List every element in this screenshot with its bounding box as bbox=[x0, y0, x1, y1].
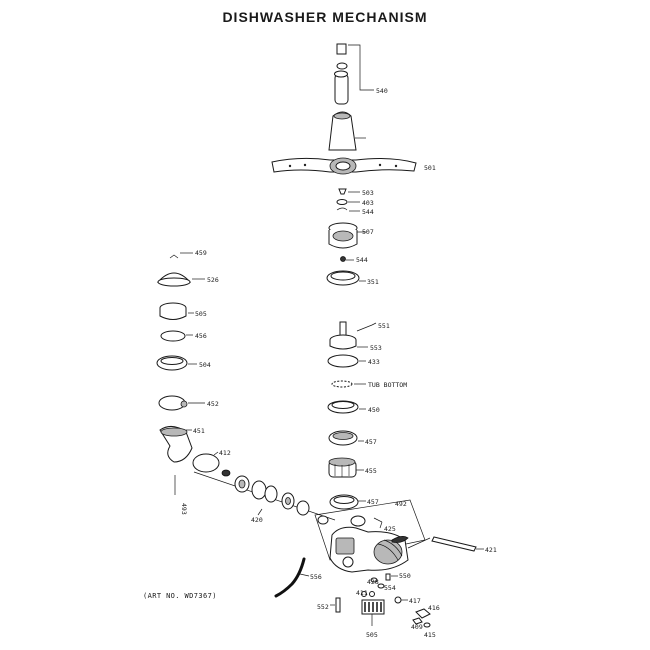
lower-center-stack bbox=[327, 321, 377, 510]
callout-421: 421 bbox=[485, 546, 497, 554]
callout-503: 503 bbox=[362, 189, 374, 197]
callout-433: 433 bbox=[368, 358, 380, 366]
callout-351: 351 bbox=[367, 278, 379, 286]
callout-504: 504 bbox=[199, 361, 211, 369]
callout-501: 501 bbox=[424, 164, 436, 172]
callout-526: 526 bbox=[207, 276, 219, 284]
callout-417: 417 bbox=[409, 597, 421, 605]
callout-554: 554 bbox=[384, 584, 396, 592]
lower-spray-arm bbox=[271, 157, 417, 175]
callout-450: 450 bbox=[368, 406, 380, 414]
callout-544-lower: 544 bbox=[356, 256, 368, 264]
art-number: (ART NO. WD7367) bbox=[143, 592, 217, 600]
hub-small-parts bbox=[336, 188, 360, 212]
hose bbox=[274, 557, 310, 598]
callout-551: 551 bbox=[378, 322, 390, 330]
spray-arm-hub bbox=[328, 111, 366, 151]
left-column-parts bbox=[156, 252, 220, 495]
callout-505: 505 bbox=[195, 310, 207, 318]
callout-550: 550 bbox=[399, 572, 411, 580]
callout-553: 553 bbox=[370, 344, 382, 352]
callout-457-b: 457 bbox=[367, 498, 379, 506]
callout-409: 409 bbox=[411, 623, 423, 631]
callout-415: 415 bbox=[424, 631, 436, 639]
callout-457: 457 bbox=[365, 438, 377, 446]
spray-tube-assembly bbox=[334, 43, 374, 105]
pump-impeller-housing bbox=[326, 222, 366, 286]
callout-459: 459 bbox=[195, 249, 207, 257]
callout-505-lower: 505 bbox=[366, 631, 378, 639]
callout-412: 412 bbox=[219, 449, 231, 457]
motor-assembly bbox=[314, 499, 431, 573]
callout-425: 425 bbox=[384, 525, 396, 533]
callout-456: 456 bbox=[195, 332, 207, 340]
callout-455: 455 bbox=[365, 467, 377, 475]
callout-428: 428 bbox=[367, 578, 379, 586]
callout-tub-bottom: TUB BOTTOM bbox=[368, 381, 407, 389]
drive-shaft-assembly bbox=[193, 469, 336, 525]
callout-492: 492 bbox=[395, 500, 407, 508]
callout-411: 411 bbox=[356, 589, 368, 597]
lower-small-parts bbox=[330, 573, 431, 628]
callout-403: 403 bbox=[362, 199, 374, 207]
callout-420: 420 bbox=[251, 516, 263, 524]
callout-540: 540 bbox=[376, 87, 388, 95]
callout-451: 451 bbox=[193, 427, 205, 435]
callout-416: 416 bbox=[428, 604, 440, 612]
callout-552: 552 bbox=[317, 603, 329, 611]
callout-labels: 540 501 503 403 544 507 544 351 459 526 … bbox=[180, 87, 497, 639]
door-spring bbox=[431, 536, 484, 552]
callout-493: 493 bbox=[180, 503, 188, 515]
callout-556: 556 bbox=[310, 573, 322, 581]
callout-507: 507 bbox=[362, 228, 374, 236]
diagram-title: DISHWASHER MECHANISM bbox=[222, 9, 428, 25]
callout-452: 452 bbox=[207, 400, 219, 408]
callout-544-upper: 544 bbox=[362, 208, 374, 216]
